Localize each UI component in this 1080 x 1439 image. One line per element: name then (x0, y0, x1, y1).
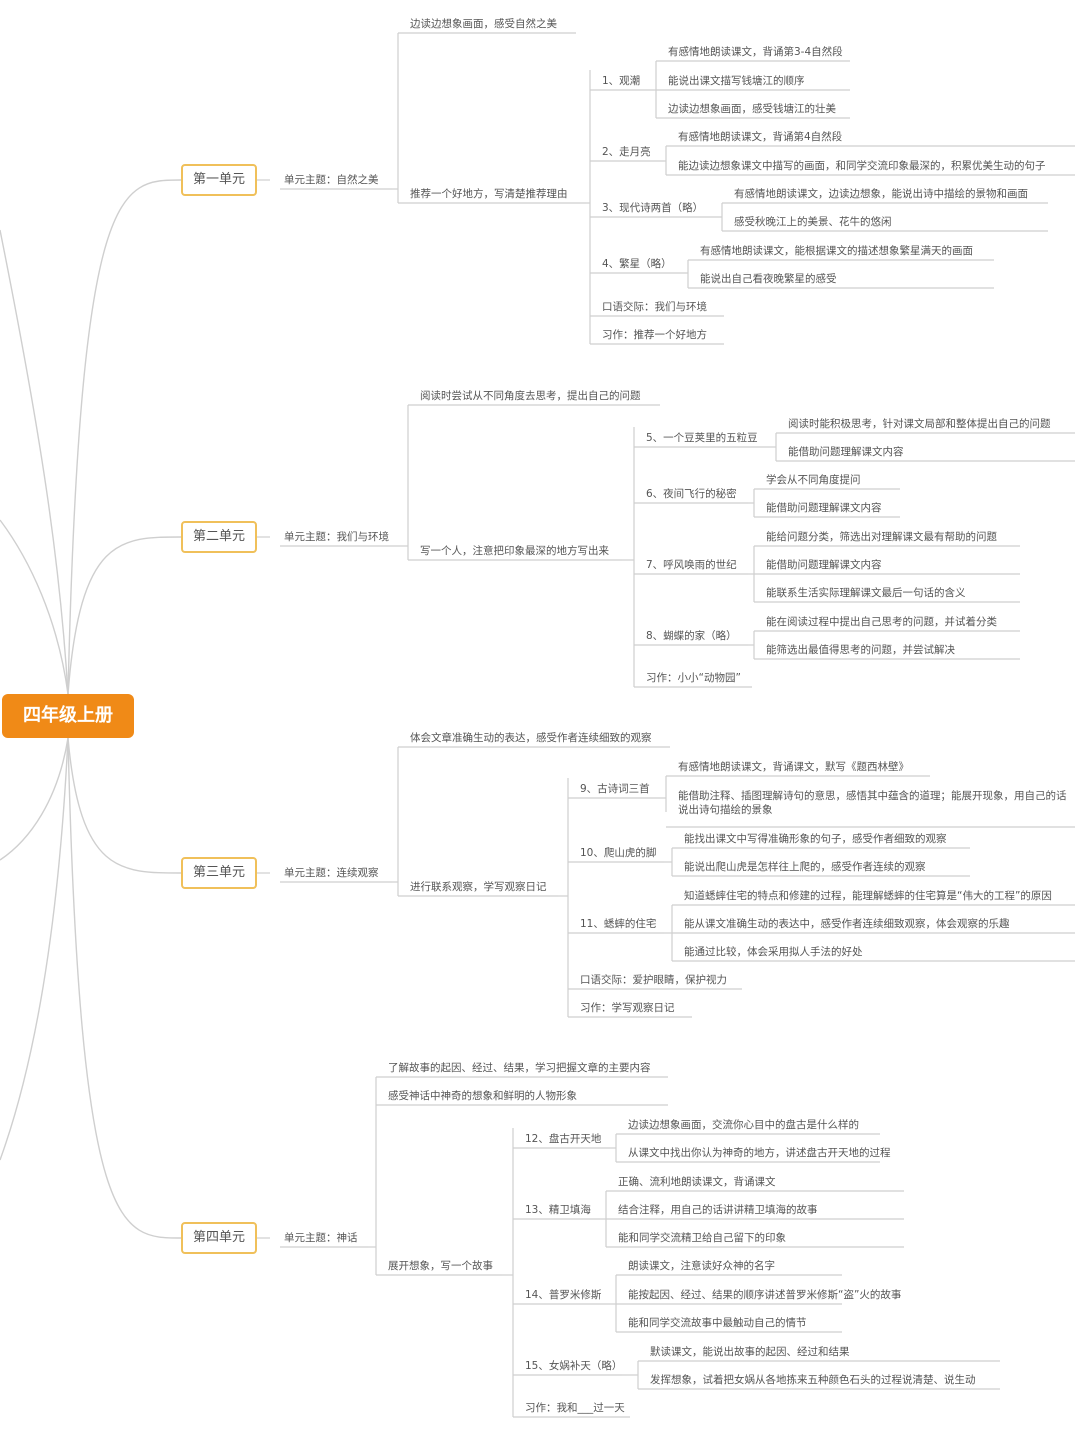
lesson-text[interactable]: 习作：小小“动物园” (646, 672, 741, 684)
item-text[interactable]: 能在阅读过程中提出自己思考的问题，并试着分类 (766, 616, 997, 628)
item-text[interactable]: 能说出爬山虎是怎样往上爬的，感受作者连续的观察 (684, 861, 926, 873)
item-text[interactable]: 有感情地朗读课文，背诵第3-4自然段 (668, 46, 843, 58)
unit-theme[interactable]: 单元主题：连续观察 (284, 867, 379, 879)
goal-text[interactable]: 阅读时尝试从不同角度去思考，提出自己的问题 (420, 390, 641, 402)
item-text[interactable]: 有感情地朗读课文，背诵课文，默写《题西林壁》 (678, 761, 909, 773)
lesson-text[interactable]: 习作：推荐一个好地方 (602, 329, 707, 341)
root-curve-down-1 (0, 737, 69, 861)
item-text[interactable]: 默读课文，能说出故事的起因、经过和结果 (650, 1346, 850, 1358)
main-task-text[interactable]: 推荐一个好地方，写清楚推荐理由 (410, 188, 568, 200)
item-text[interactable]: 能借助问题理解课文内容 (766, 559, 882, 571)
lesson-text[interactable]: 3、现代诗两首（略） (602, 202, 704, 214)
item-text[interactable]: 能联系生活实际理解课文最后一句话的含义 (766, 587, 966, 599)
unit-theme[interactable]: 单元主题：神话 (284, 1232, 358, 1244)
item-text[interactable]: 能和同学交流精卫给自己留下的印象 (618, 1232, 786, 1244)
root-node[interactable]: 四年级上册 (2, 694, 134, 738)
unit-node[interactable]: 第三单元 (181, 857, 257, 889)
lesson-text[interactable]: 4、繁星（略） (602, 258, 672, 270)
lesson-text[interactable]: 11、蟋蟀的住宅 (580, 918, 657, 930)
unit-theme[interactable]: 单元主题：我们与环境 (284, 531, 389, 543)
goal-text[interactable]: 感受神话中神奇的想象和鲜明的人物形象 (388, 1090, 577, 1102)
item-text[interactable]: 结合注释，用自己的话讲讲精卫填海的故事 (618, 1204, 818, 1216)
item-text[interactable]: 阅读时能积极思考，针对课文局部和整体提出自己的问题 (788, 418, 1051, 430)
item-text[interactable]: 能说出自己看夜晚繁星的感受 (700, 273, 837, 285)
lesson-text[interactable]: 口语交际：我们与环境 (602, 301, 707, 313)
item-text[interactable]: 能边读边想象课文中描写的画面，和同学交流印象最深的，积累优美生动的句子 (678, 160, 1046, 172)
root-curve-up-1 (0, 229, 69, 695)
item-text[interactable]: 正确、流利地朗读课文，背诵课文 (618, 1176, 776, 1188)
root-to-unit-curve (67, 179, 182, 695)
item-text[interactable]: 发挥想象，试着把女娲从各地拣来五种颜色石头的过程说清楚、说生动 (650, 1374, 976, 1386)
lesson-text[interactable]: 10、爬山虎的脚 (580, 847, 657, 859)
lesson-text[interactable]: 13、精卫填海 (525, 1204, 591, 1216)
lesson-text[interactable]: 5、一个豆荚里的五粒豆 (646, 432, 758, 444)
goal-text[interactable]: 了解故事的起因、经过、结果，学习把握文章的主要内容 (388, 1062, 651, 1074)
item-text[interactable]: 有感情地朗读课文，背诵第4自然段 (678, 131, 843, 143)
main-task-text[interactable]: 写一个人，注意把印象最深的地方写出来 (420, 545, 609, 557)
item-text[interactable]: 能借助注释、插图理解诗句的意思，感悟其中蕴含的道理；能展开现象，用自己的话说出诗… (678, 790, 1067, 816)
lesson-text[interactable]: 习作：学写观察日记 (580, 1002, 675, 1014)
root-curve-up-2 (0, 519, 69, 695)
item-text[interactable]: 边读边想象画面，感受钱塘江的壮美 (668, 103, 836, 115)
item-text[interactable]: 朗读课文，注意读好众神的名字 (628, 1260, 775, 1272)
item-text[interactable]: 能和同学交流故事中最触动自己的情节 (628, 1317, 807, 1329)
lesson-text[interactable]: 9、古诗词三首 (580, 783, 650, 795)
main-task-text[interactable]: 展开想象，写一个故事 (388, 1260, 493, 1272)
lesson-text[interactable]: 2、走月亮 (602, 146, 651, 158)
root-curve-down-2 (0, 737, 69, 1161)
item-text[interactable]: 学会从不同角度提问 (766, 474, 861, 486)
lesson-text[interactable]: 6、夜间飞行的秘密 (646, 488, 737, 500)
item-text[interactable]: 能说出课文描写钱塘江的顺序 (668, 75, 805, 87)
goal-text[interactable]: 体会文章准确生动的表达，感受作者连续细致的观察 (410, 732, 652, 744)
item-text[interactable]: 从课文中找出你认为神奇的地方，讲述盘古开天地的过程 (628, 1147, 891, 1159)
item-text[interactable]: 能借助问题理解课文内容 (788, 446, 904, 458)
lesson-text[interactable]: 14、普罗米修斯 (525, 1289, 602, 1301)
item-text[interactable]: 能从课文准确生动的表达中，感受作者连续细致观察，体会观察的乐趣 (684, 918, 1010, 930)
lesson-text[interactable]: 1、观潮 (602, 75, 641, 87)
item-text[interactable]: 能筛选出最值得思考的问题，并尝试解决 (766, 644, 955, 656)
item-text[interactable]: 有感情地朗读课文，边读边想象，能说出诗中描绘的景物和画面 (734, 188, 1028, 200)
goal-text[interactable]: 边读边想象画面，感受自然之美 (410, 18, 557, 30)
main-task-text[interactable]: 进行联系观察，学写观察日记 (410, 881, 547, 893)
item-text[interactable]: 能按起因、经过、结果的顺序讲述普罗米修斯“盗”火的故事 (628, 1289, 902, 1301)
item-text[interactable]: 知道蟋蟀住宅的特点和修建的过程，能理解蟋蟀的住宅算是“伟大的工程”的原因 (684, 890, 1052, 902)
root-to-unit-curve (67, 737, 182, 1239)
unit-node[interactable]: 第一单元 (181, 164, 257, 196)
root-to-unit-curve (67, 536, 182, 695)
lesson-text[interactable]: 8、蝴蝶的家（略） (646, 630, 737, 642)
unit-theme[interactable]: 单元主题：自然之美 (284, 174, 379, 186)
unit-node[interactable]: 第二单元 (181, 521, 257, 553)
lesson-text[interactable]: 口语交际：爱护眼睛，保护视力 (580, 974, 727, 986)
item-text[interactable]: 能通过比较，体会采用拟人手法的好处 (684, 946, 863, 958)
unit-node[interactable]: 第四单元 (181, 1222, 257, 1254)
item-text[interactable]: 能借助问题理解课文内容 (766, 502, 882, 514)
item-text[interactable]: 有感情地朗读课文，能根据课文的描述想象繁星满天的画面 (700, 245, 973, 257)
item-text[interactable]: 边读边想象画面，交流你心目中的盘古是什么样的 (628, 1119, 859, 1131)
item-text[interactable]: 能找出课文中写得准确形象的句子，感受作者细致的观察 (684, 833, 947, 845)
item-text[interactable]: 感受秋晚江上的美景、花牛的悠闲 (734, 216, 892, 228)
lesson-text[interactable]: 15、女娲补天（略） (525, 1360, 623, 1372)
root-to-unit-curve (67, 737, 182, 874)
item-text[interactable]: 能给问题分类，筛选出对理解课文最有帮助的问题 (766, 531, 997, 543)
lesson-text[interactable]: 习作：我和___过一天 (525, 1402, 625, 1414)
lesson-text[interactable]: 7、呼风唤雨的世纪 (646, 559, 737, 571)
lesson-text[interactable]: 12、盘古开天地 (525, 1133, 602, 1145)
